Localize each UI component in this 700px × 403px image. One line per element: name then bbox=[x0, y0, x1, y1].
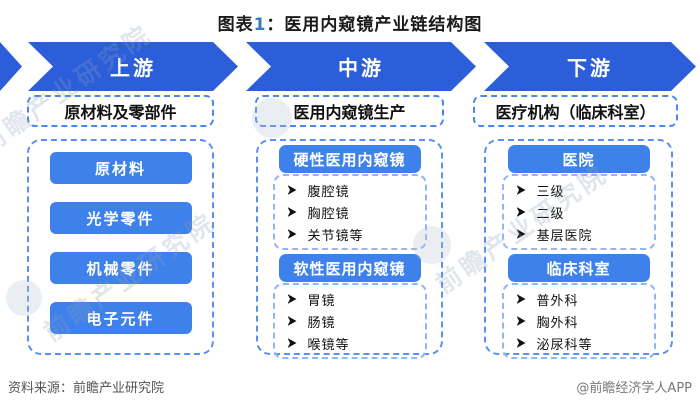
list-item-label: 三级 bbox=[536, 184, 565, 200]
list-item: 泌尿科等 bbox=[512, 332, 654, 354]
arrow-bullet-icon bbox=[516, 207, 526, 217]
downstream-container: 医院 三级 二级 基层医院 临床科室 普外科 胸外科 bbox=[484, 139, 673, 359]
list-item: 腹腔镜 bbox=[283, 179, 425, 201]
arrow-bullet-icon bbox=[287, 229, 297, 239]
list-item-label: 胸腔镜 bbox=[307, 206, 350, 222]
stage-arrow-downstream: 下游 bbox=[484, 42, 696, 91]
midstream-container: 硬性医用内窥镜 腹腔镜 胸腔镜 关节镜等 软性医用内窥镜 胃镜 肠 bbox=[256, 139, 443, 359]
list-item-label: 腹腔镜 bbox=[307, 184, 350, 200]
rigid-endoscope-list: 腹腔镜 胸腔镜 关节镜等 bbox=[272, 174, 427, 250]
upstream-item-electronic-components: 电子元件 bbox=[49, 302, 192, 334]
rigid-endoscope-header: 硬性医用内窥镜 bbox=[278, 145, 421, 173]
downstream-category-label: 医疗机构（临床科室） bbox=[495, 103, 656, 122]
list-item-label: 关节镜等 bbox=[307, 228, 364, 244]
list-item: 喉镜等 bbox=[283, 332, 425, 354]
downstream-category-box: 医疗机构（临床科室） bbox=[473, 95, 678, 127]
list-item: 二级 bbox=[512, 201, 654, 223]
hospital-header: 医院 bbox=[507, 145, 650, 173]
list-item: 胸腔镜 bbox=[283, 201, 425, 223]
flexible-endoscope-list: 胃镜 肠镜 喉镜等 bbox=[272, 283, 427, 359]
arrow-bullet-icon bbox=[287, 338, 297, 348]
figure-title: 图表1：医用内窥镜产业链结构图 bbox=[0, 10, 700, 35]
list-item: 普外科 bbox=[512, 288, 654, 310]
stage-arrow-downstream-label: 下游 bbox=[567, 56, 613, 80]
app-credit: @前瞻经济学人APP bbox=[576, 381, 692, 396]
upstream-container: 原材料 光学零件 机械零件 电子元件 bbox=[27, 139, 214, 355]
title-text: ：医用内窥镜产业链结构图 bbox=[266, 15, 483, 35]
list-item-label: 二级 bbox=[536, 206, 565, 222]
list-item-label: 胸外科 bbox=[536, 315, 579, 331]
list-item-label: 喉镜等 bbox=[307, 337, 350, 353]
list-item-label: 泌尿科等 bbox=[536, 337, 593, 353]
flexible-endoscope-header: 软性医用内窥镜 bbox=[278, 254, 421, 282]
list-item-label: 肠镜 bbox=[307, 315, 336, 331]
list-item: 胃镜 bbox=[283, 288, 425, 310]
source-note: 资料来源：前瞻产业研究院 bbox=[8, 381, 165, 396]
list-item-label: 胃镜 bbox=[307, 293, 336, 309]
arrow-bullet-icon bbox=[287, 294, 297, 304]
midstream-category-label: 医用内窥镜生产 bbox=[293, 103, 406, 122]
upstream-category-label: 原材料及零部件 bbox=[64, 103, 177, 122]
list-item-label: 基层医院 bbox=[536, 228, 593, 244]
arrow-bullet-icon bbox=[287, 316, 297, 326]
arrow-bullet-icon bbox=[516, 229, 526, 239]
title-number: 1 bbox=[253, 15, 267, 35]
arrow-bullet-icon bbox=[516, 294, 526, 304]
prev-arrow-stub-icon bbox=[0, 42, 22, 91]
clinical-department-list: 普外科 胸外科 泌尿科等 bbox=[501, 283, 656, 359]
arrow-bullet-icon bbox=[516, 316, 526, 326]
arrow-bullet-icon bbox=[287, 185, 297, 195]
midstream-category-box: 医用内窥镜生产 bbox=[255, 95, 444, 127]
stage-arrow-midstream: 中游 bbox=[246, 42, 476, 91]
list-item-label: 普外科 bbox=[536, 293, 579, 309]
upstream-category-box: 原材料及零部件 bbox=[27, 95, 214, 127]
stage-arrow-midstream-label: 中游 bbox=[338, 56, 384, 80]
upstream-item-optical-parts: 光学零件 bbox=[49, 202, 192, 234]
list-item: 三级 bbox=[512, 179, 654, 201]
title-prefix: 图表 bbox=[217, 15, 254, 35]
arrow-bullet-icon bbox=[516, 185, 526, 195]
list-item: 肠镜 bbox=[283, 310, 425, 332]
arrow-bullet-icon bbox=[516, 338, 526, 348]
upstream-item-raw-materials: 原材料 bbox=[49, 152, 192, 184]
clinical-department-header: 临床科室 bbox=[507, 254, 650, 282]
stage-arrow-upstream-label: 上游 bbox=[110, 56, 156, 80]
hospital-list: 三级 二级 基层医院 bbox=[501, 174, 656, 250]
stage-arrow-upstream: 上游 bbox=[28, 42, 238, 91]
arrow-bullet-icon bbox=[287, 207, 297, 217]
list-item: 胸外科 bbox=[512, 310, 654, 332]
list-item: 基层医院 bbox=[512, 223, 654, 245]
upstream-item-mechanical-parts: 机械零件 bbox=[49, 252, 192, 284]
list-item: 关节镜等 bbox=[283, 223, 425, 245]
